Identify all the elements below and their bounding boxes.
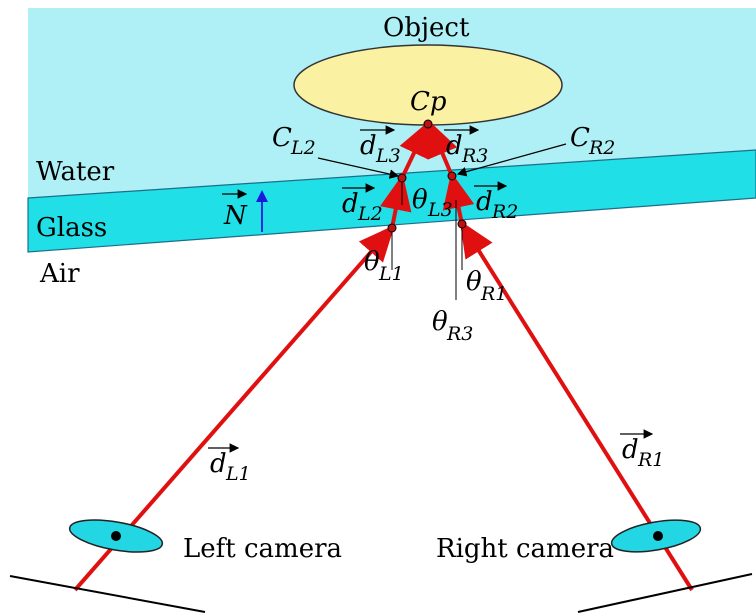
leader-cl2 (317, 157, 400, 179)
label-d-r1: d R1 (620, 429, 664, 471)
ground-left (9, 575, 206, 613)
svg-text:R1: R1 (637, 449, 664, 471)
label-c-l2: C L2 (272, 123, 316, 159)
leader-cr2 (456, 143, 567, 177)
label-d-r3: d R3 (444, 125, 488, 167)
label-d-l1: d L1 (208, 443, 251, 485)
svg-text:R1: R1 (480, 283, 507, 305)
label-object: Object (383, 13, 470, 43)
ground-right (577, 573, 753, 613)
svg-text:d: d (446, 131, 463, 161)
svg-text:θ: θ (466, 267, 482, 297)
svg-text:R2: R2 (491, 201, 518, 223)
label-cp: Cp (410, 87, 447, 117)
label-theta-l1: θ L1 (364, 247, 404, 285)
ray-right-water (427, 120, 458, 177)
point-cp (423, 119, 433, 129)
label-glass: Glass (36, 213, 107, 243)
svg-text:L3: L3 (375, 145, 401, 167)
svg-text:L1: L1 (225, 463, 251, 485)
label-air: Air (39, 259, 80, 289)
left-camera-center (111, 531, 121, 541)
svg-text:d: d (210, 449, 227, 479)
svg-text:θ: θ (432, 307, 448, 337)
svg-text:d: d (622, 435, 639, 465)
right-camera-center (653, 531, 663, 541)
label-theta-l3: θ L3 (412, 185, 453, 221)
svg-text:d: d (360, 131, 377, 161)
label-d-l3: d L3 (360, 125, 401, 167)
ray-left-glass (380, 174, 412, 229)
label-d-l2: d L2 (342, 183, 383, 225)
ray-right-glass (442, 172, 475, 225)
point-right-glass (457, 219, 467, 229)
label-theta-r1: θ R1 (466, 267, 507, 305)
svg-text:θ: θ (364, 247, 380, 277)
svg-text:C: C (272, 123, 292, 153)
svg-text:N: N (223, 201, 248, 231)
svg-text:R3: R3 (446, 323, 473, 345)
label-right-camera: Right camera (436, 534, 614, 564)
label-d-r2: d R2 (474, 181, 518, 223)
svg-text:R2: R2 (588, 137, 615, 159)
label-theta-r3: θ R3 (432, 307, 473, 345)
point-left-glass (387, 223, 397, 233)
svg-text:L2: L2 (357, 203, 383, 225)
svg-text:L2: L2 (290, 137, 316, 159)
svg-text:d: d (342, 189, 359, 219)
label-water: Water (36, 157, 115, 187)
svg-text:θ: θ (412, 185, 428, 215)
svg-text:L1: L1 (378, 263, 404, 285)
svg-text:R3: R3 (461, 145, 488, 167)
normal-arrowhead (256, 190, 268, 202)
svg-text:d: d (476, 187, 493, 217)
point-cr2 (447, 171, 457, 181)
ray-left-water (399, 120, 430, 179)
label-normal-vector: N (222, 189, 248, 231)
point-cl2 (397, 173, 407, 183)
svg-text:L3: L3 (427, 199, 453, 221)
label-left-camera: Left camera (183, 534, 342, 564)
label-c-r2: C R2 (570, 123, 615, 159)
svg-text:C: C (570, 123, 590, 153)
